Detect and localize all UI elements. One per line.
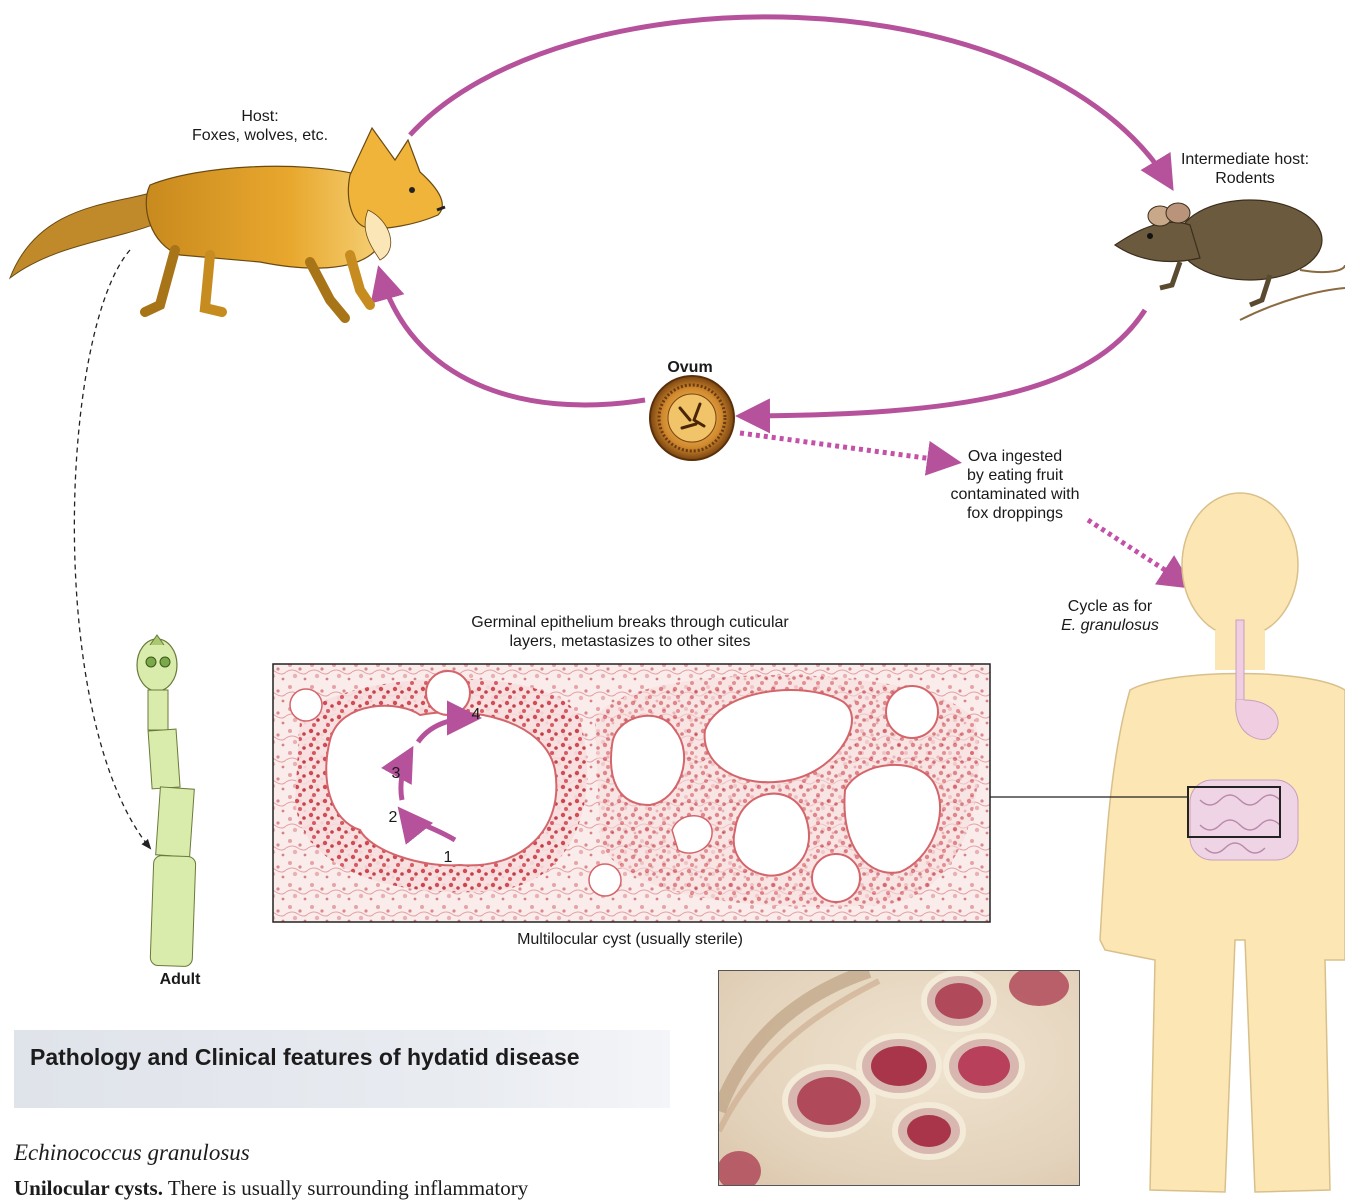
cycle-label: Cycle as for E. granulosus xyxy=(1035,597,1185,635)
adult-label: Adult xyxy=(140,970,220,989)
ova-line2: by eating fruit xyxy=(930,466,1100,485)
ova-line1: Ova ingested xyxy=(930,447,1100,466)
fox-illustration xyxy=(10,128,445,318)
step-label-4: 4 xyxy=(468,705,484,724)
cycle-arc-right xyxy=(742,310,1145,416)
cycle-line2: E. granulosus xyxy=(1035,616,1185,635)
ingestion-dotted-arrow-2 xyxy=(1088,520,1188,585)
cycle-arc-top xyxy=(410,17,1170,185)
rodent-illustration xyxy=(1115,200,1345,320)
cycle-line1: Cycle as for xyxy=(1035,597,1185,616)
intermediate-host-line2: Rodents xyxy=(1155,169,1335,188)
cyst-caption: Multilocular cyst (usually sterile) xyxy=(460,930,800,949)
step-label-3: 3 xyxy=(388,764,404,783)
body-bold-lead: Unilocular cysts. xyxy=(14,1176,163,1200)
intermediate-host-line1: Intermediate host: xyxy=(1155,150,1335,169)
body-text-content: There is usually surrounding inflammator… xyxy=(168,1176,528,1200)
ova-line3: contaminated with xyxy=(930,485,1100,504)
host-label-line1: Host: xyxy=(170,107,350,126)
germinal-line1: Germinal epithelium breaks through cutic… xyxy=(420,613,840,632)
micrograph-drawing xyxy=(719,971,1079,1185)
ova-line4: fox droppings xyxy=(930,504,1100,523)
step-label-2: 2 xyxy=(385,808,401,827)
intermediate-host-label: Intermediate host: Rodents xyxy=(1155,150,1335,188)
ova-ingestion-label: Ova ingested by eating fruit contaminate… xyxy=(930,447,1100,523)
host-label: Host: Foxes, wolves, etc. xyxy=(170,107,350,145)
section-title: Pathology and Clinical features of hydat… xyxy=(30,1044,610,1071)
ingestion-dotted-arrow-1 xyxy=(740,433,955,462)
host-label-line2: Foxes, wolves, etc. xyxy=(170,126,350,145)
micrograph-photo xyxy=(718,970,1080,1186)
adult-worm-illustration xyxy=(137,635,196,967)
germinal-line2: layers, metastasizes to other sites xyxy=(420,632,840,651)
ovum-label: Ovum xyxy=(640,358,740,377)
step-label-1: 1 xyxy=(440,848,456,867)
fox-to-adult-dashed-arrow xyxy=(74,250,150,848)
species-subheading: Echinococcus granulosus xyxy=(14,1140,250,1166)
ovum-illustration xyxy=(650,376,734,460)
multilocular-cyst-panel xyxy=(273,664,990,922)
cycle-arc-left xyxy=(380,272,645,405)
body-text: Unilocular cysts. There is usually surro… xyxy=(14,1176,528,1201)
germinal-epithelium-label: Germinal epithelium breaks through cutic… xyxy=(420,613,840,651)
